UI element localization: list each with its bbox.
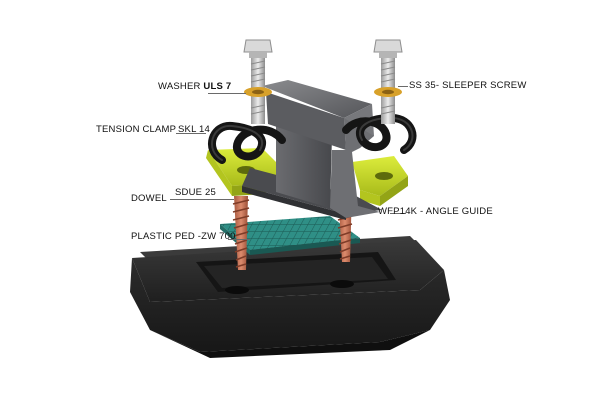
- sleeper-screw-label-text: SS 35- SLEEPER SCREW: [409, 80, 527, 91]
- left-sleeper-screw: [243, 39, 273, 124]
- left-tension-clamp: [208, 121, 286, 164]
- angle-guide-label-text: WFP14K - ANGLE GUIDE: [378, 206, 493, 217]
- rail: [242, 80, 382, 220]
- plastic-ped-label-text: PLASTIC PED -ZW 700: [131, 231, 236, 242]
- right-washer: [374, 87, 402, 97]
- tension-clamp-leader: [176, 133, 206, 134]
- dowel-leader: [170, 199, 234, 200]
- tension-clamp-label-text: TENSION CLAMP: [96, 124, 177, 135]
- concrete-sleeper: [130, 236, 450, 358]
- washer-leader: [208, 93, 246, 94]
- plastic-ped-label: PLASTIC PED -ZW 700: [131, 231, 236, 243]
- washer-label: WASHER ULS 7: [158, 81, 231, 93]
- dowel-code: SDUE 25: [175, 187, 217, 198]
- angle-guide-label: WFP14K - ANGLE GUIDE: [378, 206, 493, 218]
- washer-label-text: WASHER: [158, 81, 201, 92]
- left-washer: [244, 87, 272, 97]
- washer-code: ULS 7: [203, 81, 232, 92]
- right-sleeper-screw: [373, 39, 403, 124]
- sleeper-screw-leader: [398, 86, 408, 87]
- tension-clamp-label: TENSION CLAMP: [96, 124, 176, 136]
- plastic-ped-leader: [228, 239, 250, 240]
- right-angle-guide: [352, 156, 408, 206]
- dowel-code-label: SDUE 25: [175, 187, 216, 199]
- dowel-label: DOWEL: [131, 193, 167, 205]
- dowel-label-text: DOWEL: [131, 193, 167, 204]
- plastic-pad: [220, 216, 360, 255]
- tension-clamp-code-label: SKL 14: [178, 124, 210, 136]
- left-dowel: [232, 196, 250, 270]
- sleeper-screw-label: SS 35- SLEEPER SCREW: [409, 80, 527, 92]
- angle-guide-leader: [390, 213, 406, 214]
- tension-clamp-code: SKL 14: [178, 124, 211, 135]
